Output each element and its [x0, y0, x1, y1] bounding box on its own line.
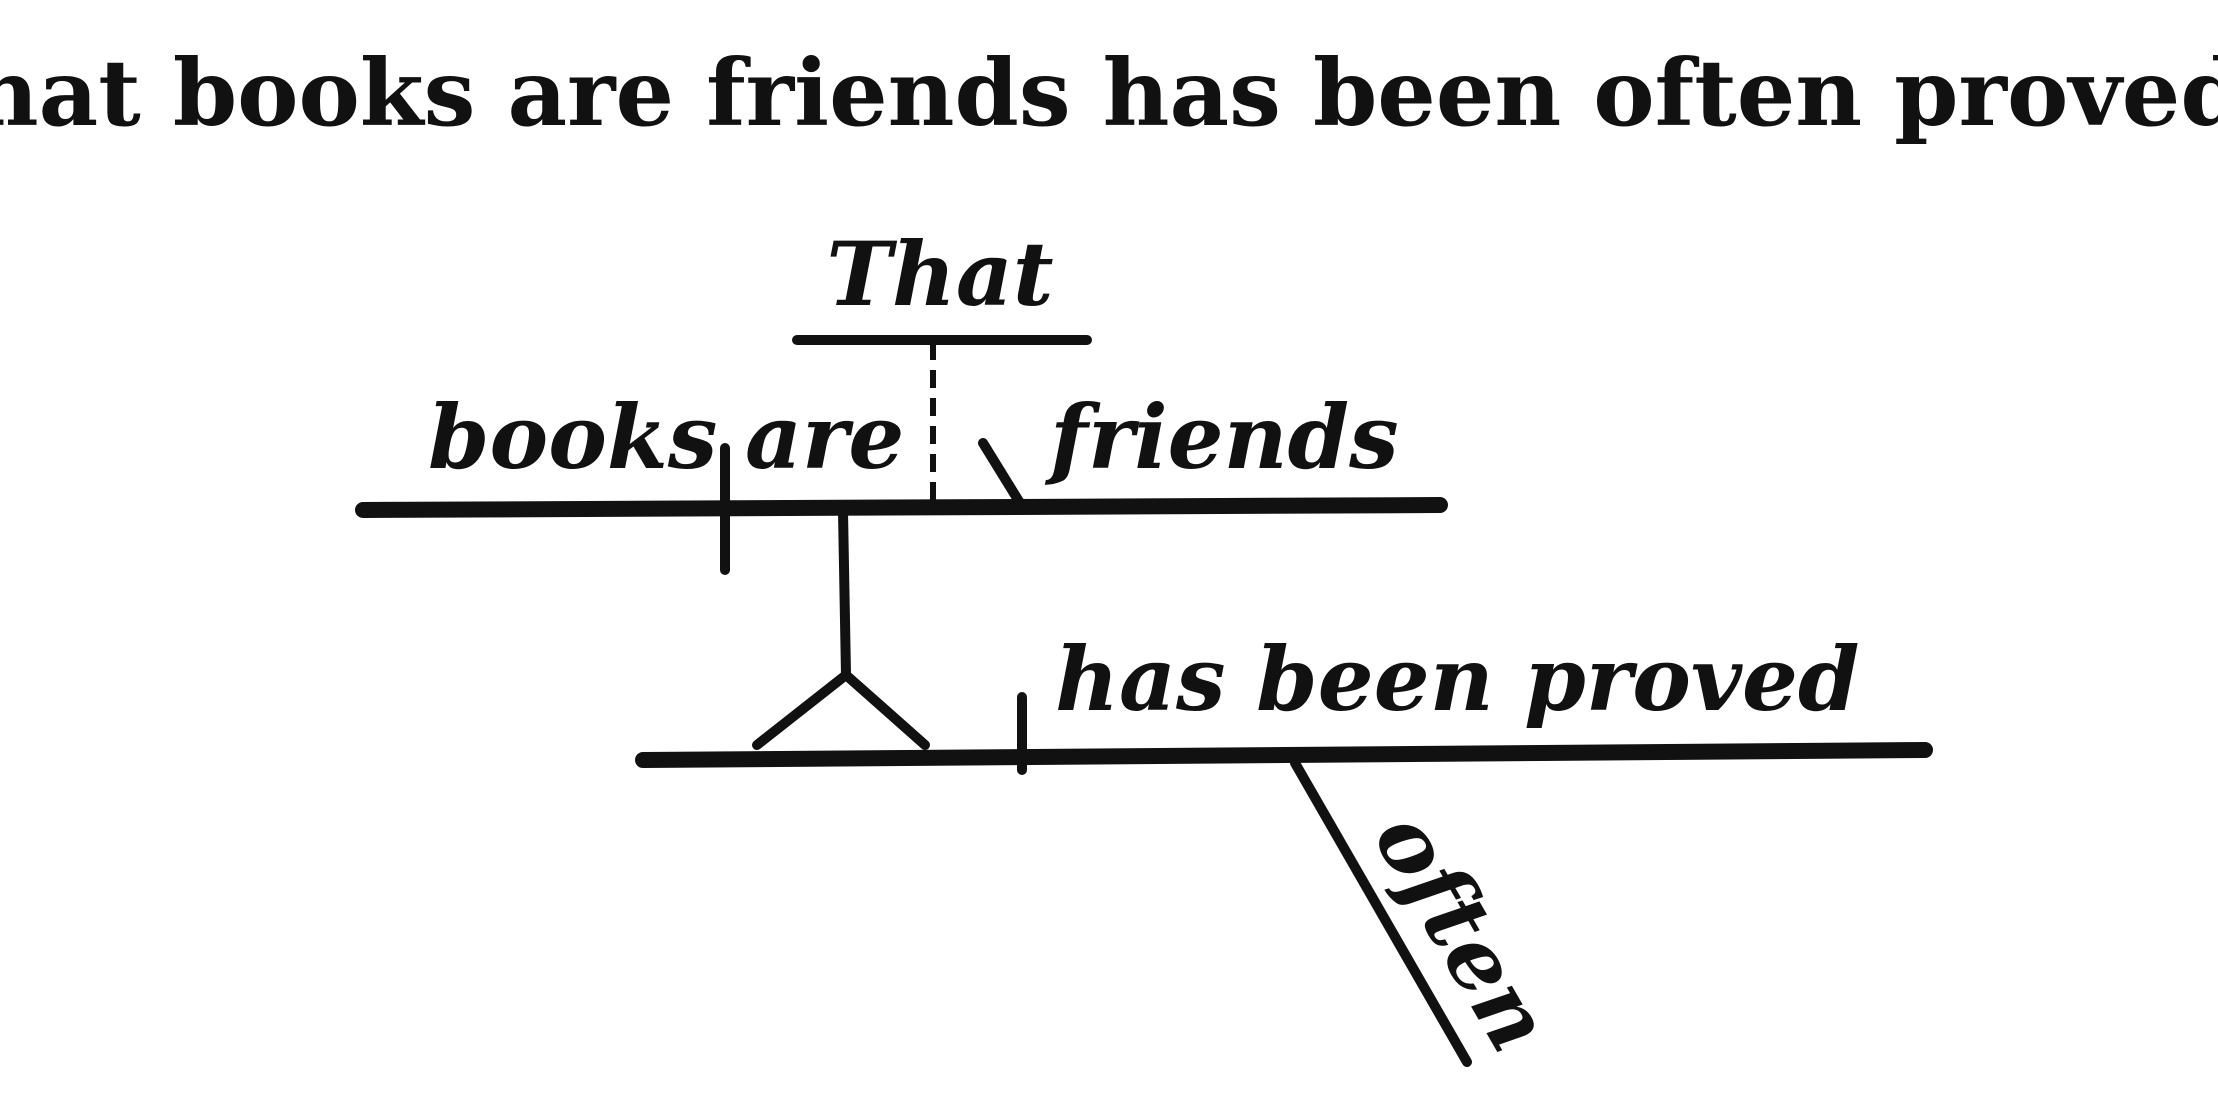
introducer-word: That: [826, 222, 1053, 326]
clause-subject: books: [428, 385, 717, 489]
sentence-title: That books are friends has been often pr…: [0, 39, 2218, 147]
pedestal-legs: [752, 668, 930, 750]
clause-complement: friends: [1044, 385, 1399, 489]
modifier-line: [1290, 758, 1472, 1067]
clause-verb: are: [745, 385, 904, 489]
clause-baseline: [355, 497, 1448, 518]
main-verb: has been proved: [1055, 627, 1860, 731]
main-baseline: [635, 742, 1933, 768]
complement-slash: [978, 438, 1025, 508]
pedestal-stem: [838, 507, 851, 680]
